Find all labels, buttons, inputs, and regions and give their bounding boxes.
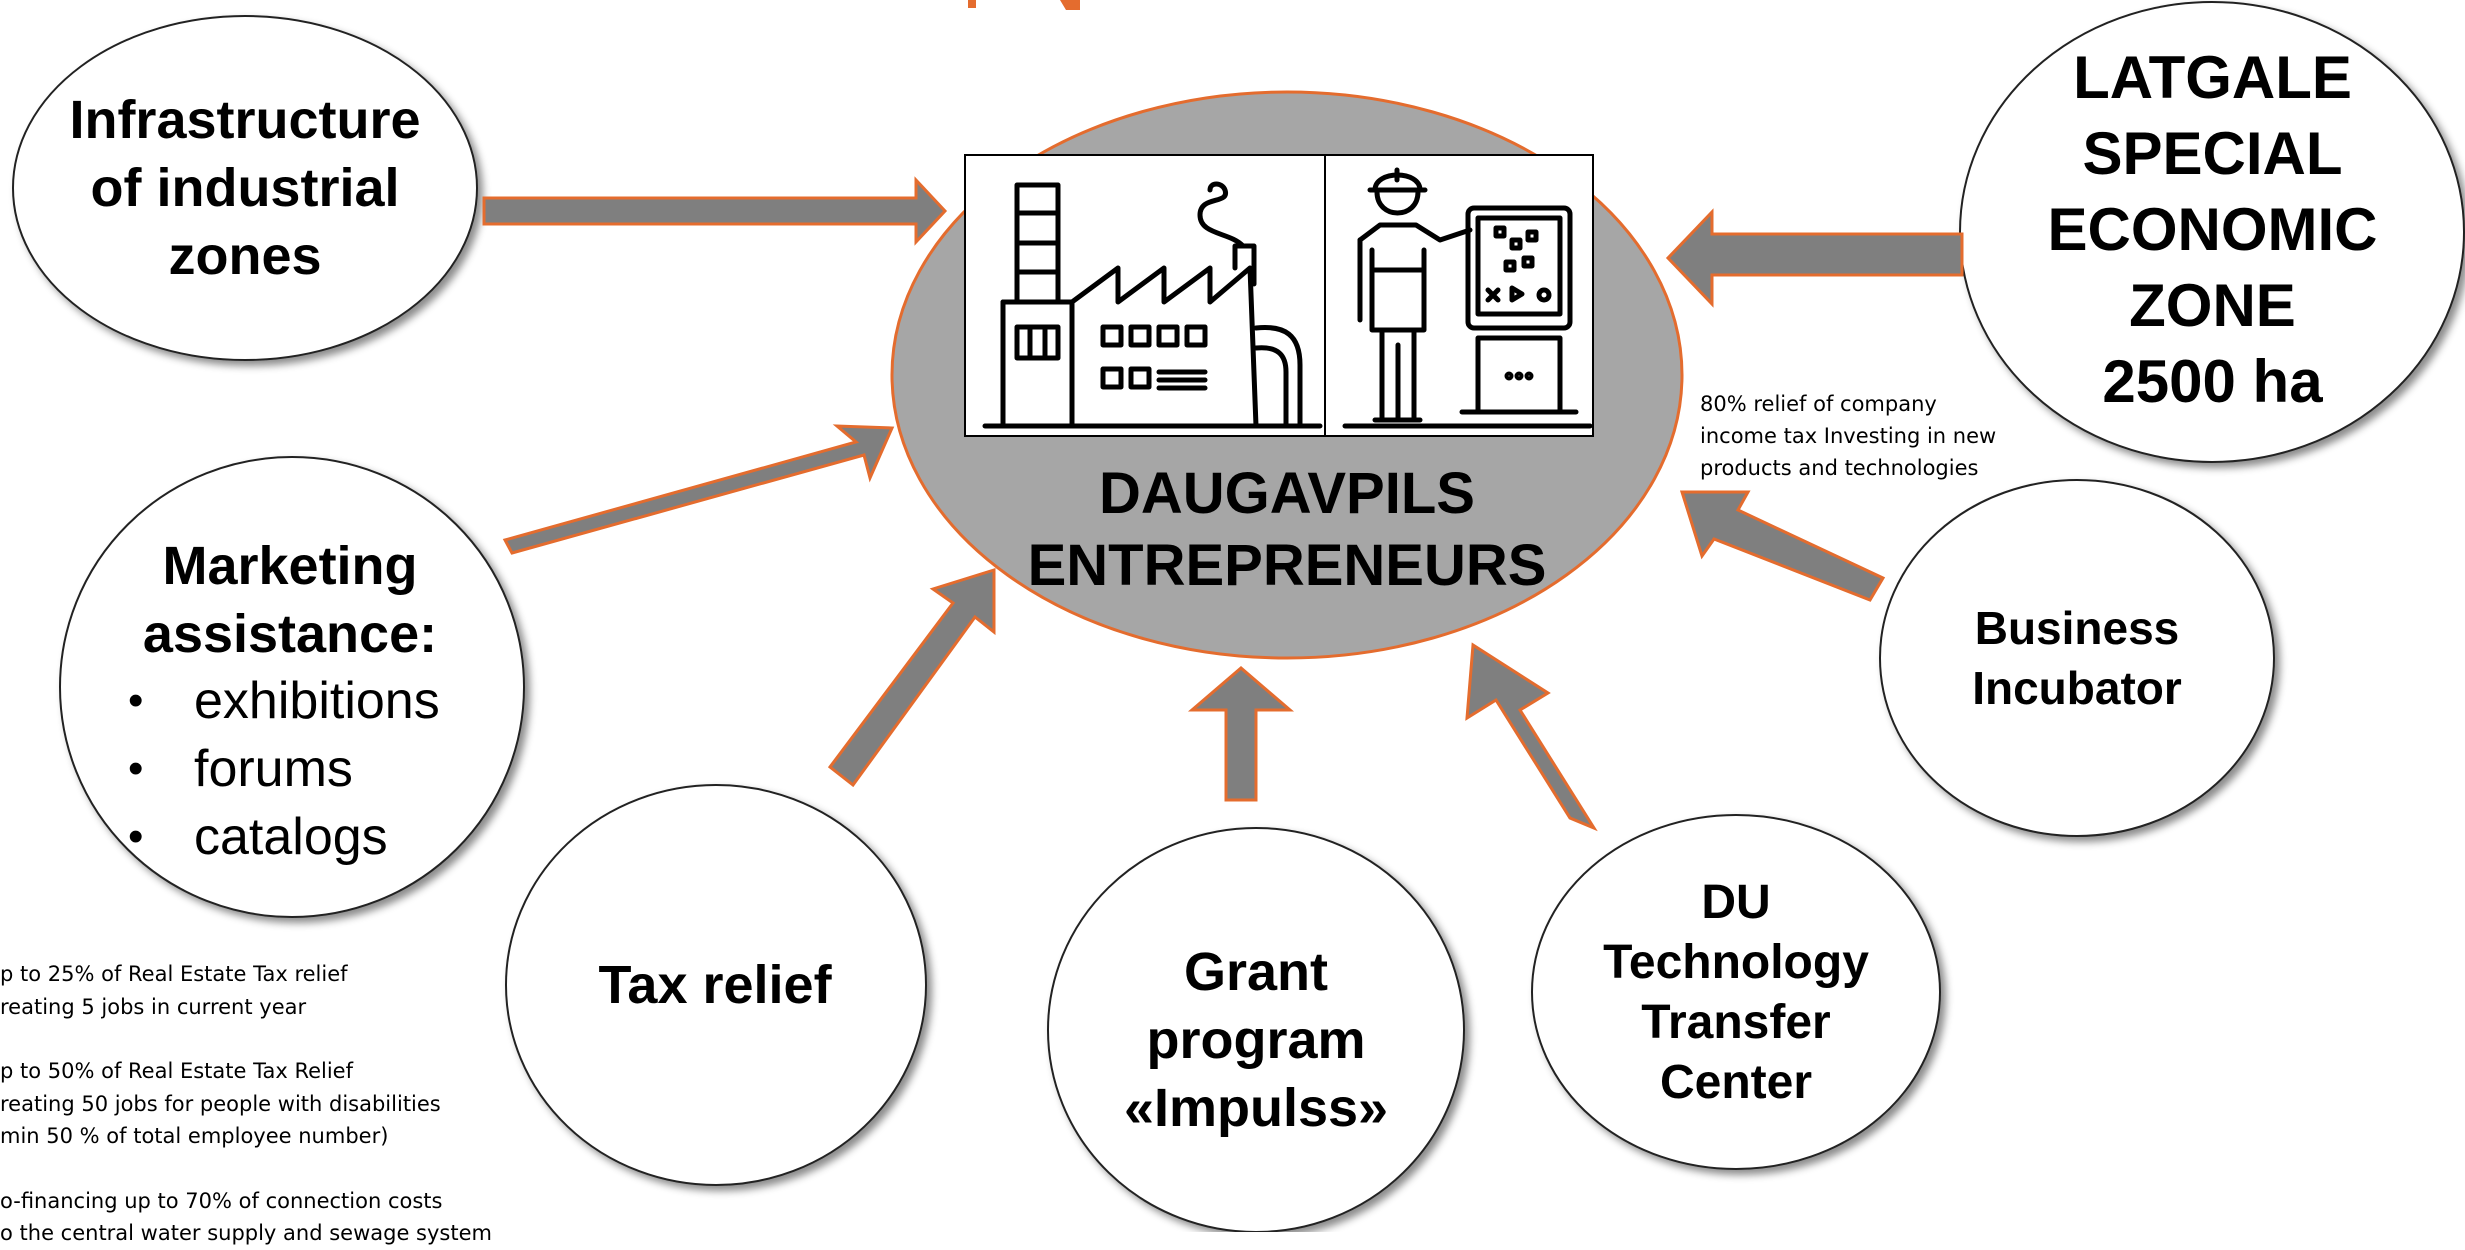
du-ttc-line4: Center	[1659, 1056, 1813, 1109]
du-ttc-line3: Transfer	[1641, 996, 1831, 1049]
worker-control-panel-icon	[1342, 167, 1593, 429]
list-item: •forums	[128, 740, 353, 798]
arrow-marketing	[502, 424, 895, 555]
top-fragment	[968, 0, 1080, 10]
marketing-line1: Marketing	[162, 536, 418, 596]
grant-ellipse	[1047, 827, 1465, 1232]
lsez-note: 80% relief of company income tax Investi…	[1700, 388, 1996, 484]
marketing-item-exhibitions: exhibitions	[194, 672, 440, 730]
marketing-heading: Marketing assistance:	[100, 530, 480, 670]
lsez-note-line: 80% relief of company	[1700, 392, 1937, 416]
infrastructure-line3: zones	[168, 226, 322, 286]
arrow-du-ttc	[1465, 642, 1598, 832]
grant-line3: «Impulss»	[1123, 1078, 1389, 1138]
center-title-line2: ENTREPRENEURS	[1027, 533, 1547, 598]
tax-relief-label: Tax relief	[540, 940, 890, 1030]
tax-relief-ellipse	[505, 784, 927, 1186]
infrastructure-ellipse	[12, 15, 478, 361]
center-title: DAUGAVPILS ENTREPRENEURS	[987, 450, 1587, 610]
lsez-note-line: products and technologies	[1700, 456, 1979, 480]
list-item: •catalogs	[128, 808, 388, 866]
tax-note-line: min 50 % of total employee number)	[0, 1124, 389, 1148]
marketing-ellipse	[59, 456, 525, 918]
arrow-latgale	[1665, 208, 1964, 308]
arrow-tax-relief	[827, 567, 996, 788]
grant-line2: program	[1146, 1010, 1366, 1070]
latgale-line2: SPECIAL	[2082, 120, 2343, 187]
incubator-line2: Incubator	[1972, 662, 2182, 714]
du-ttc-label: DU Technology Transfer Center	[1560, 870, 1912, 1116]
incubator-line1: Business	[1974, 602, 2180, 654]
center-title-line1: DAUGAVPILS	[1099, 461, 1475, 526]
tax-note: p to 25% of Real Estate Tax relief reati…	[0, 958, 492, 1250]
marketing-list: •exhibitions •forums •catalogs	[118, 667, 478, 871]
marketing-line2: assistance:	[142, 604, 438, 664]
latgale-line1: LATGALE	[2073, 44, 2352, 111]
du-ttc-ellipse	[1531, 814, 1941, 1170]
du-ttc-line1: DU	[1701, 876, 1771, 929]
latgale-line5: 2500 ha	[2102, 348, 2323, 415]
incubator-ellipse	[1879, 479, 2275, 837]
lsez-note-line: income tax Investing in new	[1700, 424, 1997, 448]
latgale-line4: ZONE	[2129, 272, 2296, 339]
latgale-line3: ECONOMIC	[2047, 196, 2378, 263]
du-ttc-line2: Technology	[1603, 936, 1869, 989]
infrastructure-line1: Infrastructure	[69, 90, 421, 150]
latgale-label: LATGALE SPECIAL ECONOMIC ZONE 2500 ha	[2010, 40, 2415, 420]
grant-line1: Grant	[1183, 942, 1329, 1002]
arrow-incubator	[1679, 490, 1886, 602]
incubator-label: Business Incubator	[1910, 596, 2244, 720]
tax-note-line: o the central water supply and sewage sy…	[0, 1221, 492, 1245]
arrow-infrastructure	[482, 176, 948, 246]
marketing-item-forums: forums	[194, 740, 353, 798]
marketing-item-catalogs: catalogs	[194, 808, 388, 866]
tax-note-line: reating 50 jobs for people with disabili…	[0, 1091, 441, 1116]
tax-relief-text: Tax relief	[598, 955, 832, 1015]
tax-note-line: o-financing up to 70% of connection cost…	[0, 1188, 443, 1213]
list-item: •exhibitions	[128, 672, 440, 730]
tax-note-line: p to 25% of Real Estate Tax relief	[0, 962, 348, 986]
tax-note-line: reating 5 jobs in current year	[0, 994, 307, 1019]
tax-note-line	[0, 1023, 492, 1055]
tax-note-line: p to 50% of Real Estate Tax Relief	[0, 1059, 353, 1083]
factory-icon	[982, 181, 1323, 429]
infrastructure-line2: of industrial	[90, 158, 400, 218]
infrastructure-label: Infrastructure of industrial zones	[40, 88, 450, 288]
tax-note-line	[0, 1153, 492, 1185]
latgale-ellipse	[1959, 1, 2465, 463]
grant-label: Grant program «Impulss»	[1076, 935, 1436, 1145]
arrow-grant	[1187, 666, 1295, 802]
